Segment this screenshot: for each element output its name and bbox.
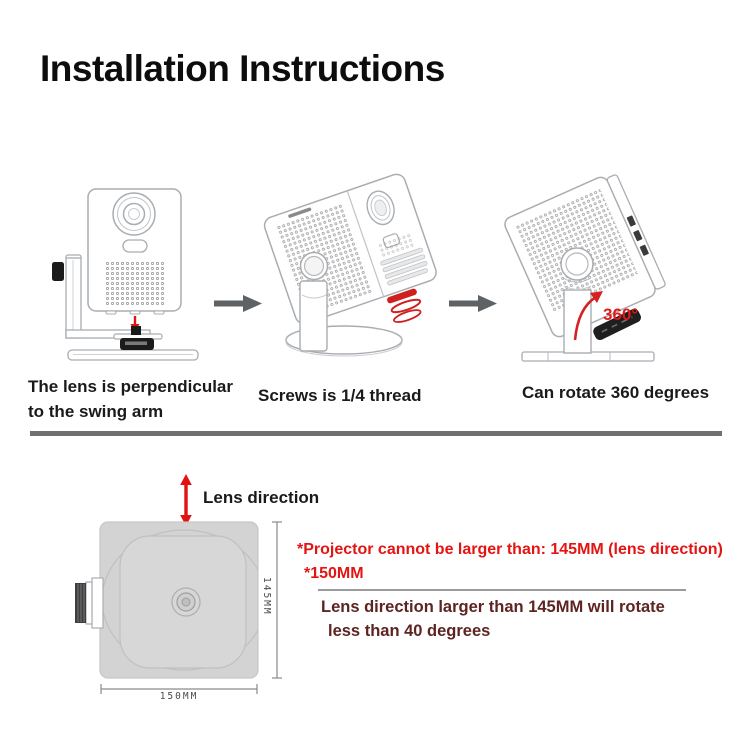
lens-direction-label: Lens direction — [203, 488, 320, 507]
height-dimension-label: 145MM — [261, 577, 272, 616]
width-dimension-line — [100, 684, 258, 694]
step3-rotation-illustration — [504, 174, 666, 362]
ir-window — [122, 239, 148, 253]
top-view-dimension-diagram — [75, 521, 282, 694]
projector-front — [87, 188, 182, 315]
lens-icon — [112, 192, 156, 236]
stand-column — [299, 251, 329, 352]
lens-icon — [366, 190, 395, 226]
swing-arm-mount — [52, 254, 199, 361]
section-divider — [30, 431, 722, 436]
step3-caption: Can rotate 360 degrees — [522, 383, 710, 402]
rotation-note-line2: less than 40 degrees — [328, 622, 491, 640]
size-warning-line2: *150MM — [304, 565, 364, 582]
step1-projector-on-arm-illustration — [52, 188, 199, 361]
focus-knob — [171, 587, 201, 617]
warning-underline — [318, 589, 686, 591]
size-warning-line1: *Projector cannot be larger than: 145MM … — [297, 541, 723, 558]
stand-column — [560, 247, 594, 354]
lens-barrel — [75, 577, 104, 629]
tension-knob — [52, 262, 64, 281]
side-vents — [380, 247, 428, 286]
strap — [593, 308, 641, 341]
speaker-grille — [105, 262, 165, 306]
page-title: Installation Instructions — [40, 48, 445, 89]
rotation-arrow-icon — [573, 291, 603, 341]
lens-direction-arrow-icon — [180, 474, 192, 526]
side-ports — [626, 215, 649, 256]
width-dimension-label: 150MM — [159, 691, 199, 702]
rotation-degrees-label: 360° — [603, 305, 639, 324]
arrow-right-icon — [214, 295, 262, 312]
thread-highlight — [387, 288, 422, 323]
rotation-note-line1: Lens direction larger than 145MM will ro… — [321, 598, 665, 616]
feet — [105, 310, 165, 315]
step1-caption: The lens is perpendicular to the swing a… — [28, 377, 234, 421]
height-dimension-line — [272, 521, 282, 679]
step2-screw-thread-illustration — [263, 173, 437, 357]
projector-top-view — [75, 521, 259, 679]
quarter-inch-screw — [131, 326, 141, 335]
arrow-right-icon — [449, 295, 497, 312]
step2-caption: Screws is 1/4 thread — [258, 386, 422, 405]
